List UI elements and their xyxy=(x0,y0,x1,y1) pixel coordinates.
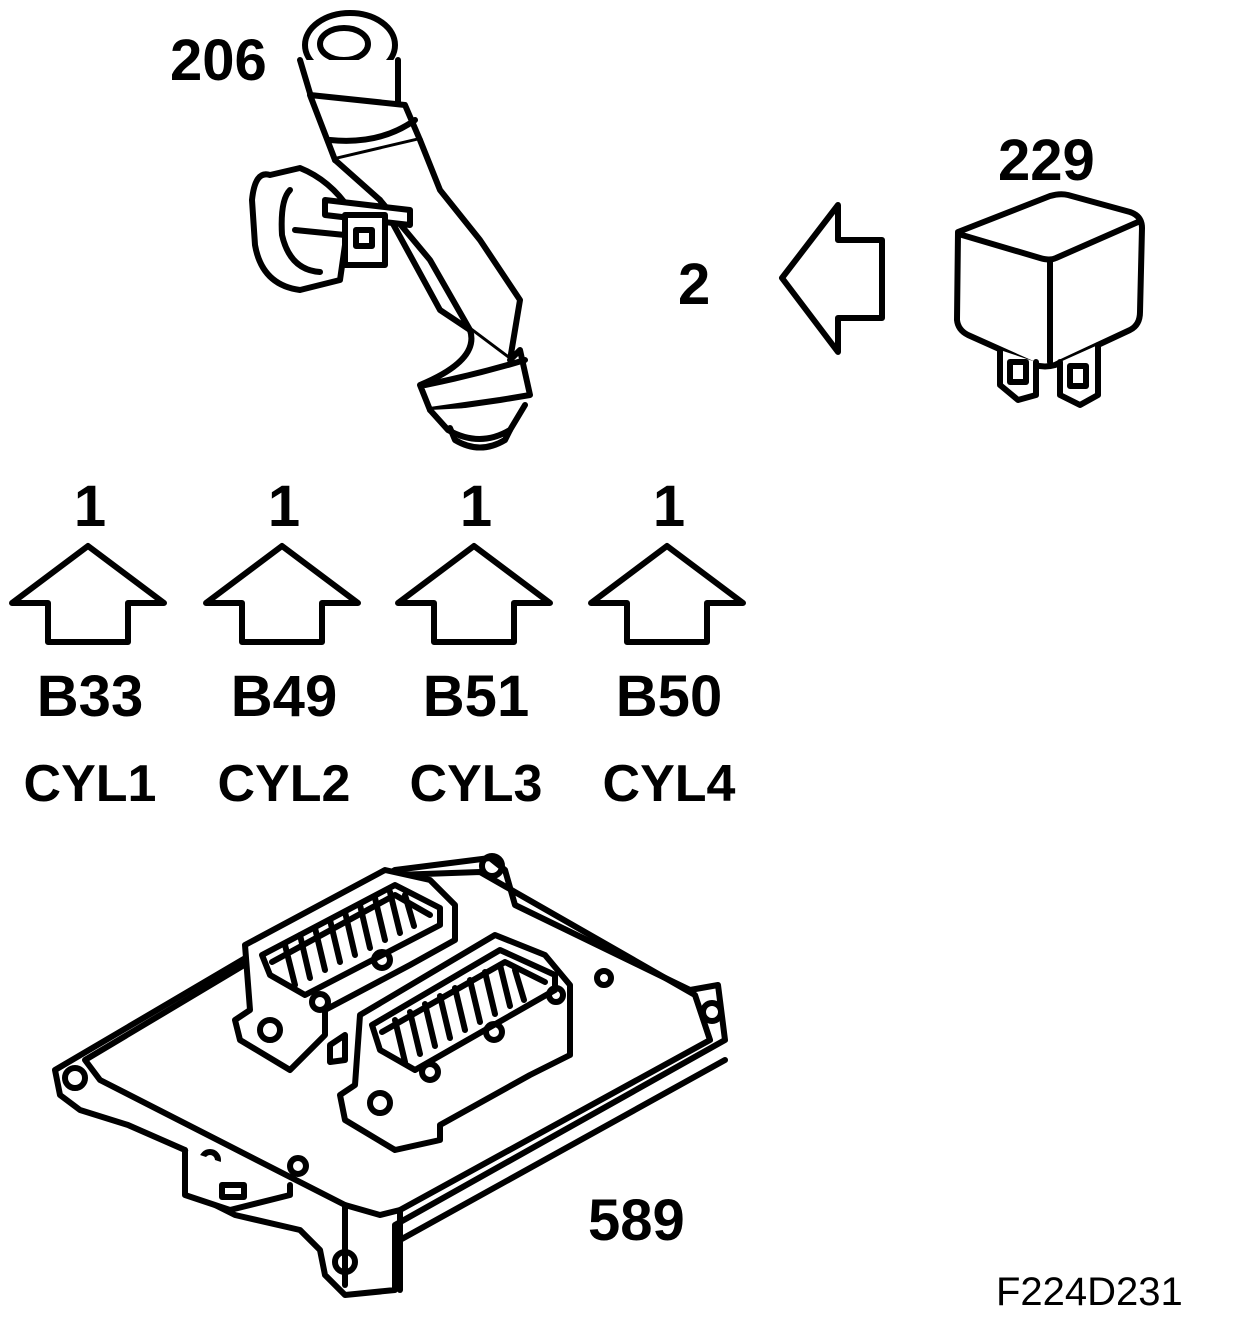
ecu-illustration xyxy=(52,853,728,1298)
relay-arrow-label: 2 xyxy=(678,252,711,317)
relay-label: 229 xyxy=(998,128,1095,193)
relay-arrow-icon xyxy=(779,202,885,355)
connector-label: B50 xyxy=(615,664,723,729)
fuel-injector-illustration xyxy=(249,10,533,451)
cylinder-label: CYL1 xyxy=(23,755,157,813)
injector-label: 206 xyxy=(170,28,267,93)
ecu-label: 589 xyxy=(588,1188,685,1253)
relay-illustration xyxy=(954,191,1145,408)
pin-label: 1 xyxy=(73,474,107,539)
cylinder-label: CYL4 xyxy=(602,755,736,813)
figure-reference: F224D231 xyxy=(996,1270,1183,1314)
cylinder-label: CYL2 xyxy=(217,755,351,813)
pin-label: 1 xyxy=(267,474,301,539)
connector-label: B33 xyxy=(36,664,144,729)
up-arrow-icon xyxy=(203,543,361,645)
cylinder-label: CYL3 xyxy=(409,755,543,813)
up-arrow-icon xyxy=(395,543,553,645)
connector-label: B49 xyxy=(230,664,338,729)
connector-label: B51 xyxy=(422,664,530,729)
up-arrow-icon xyxy=(9,543,167,645)
pin-label: 1 xyxy=(652,474,686,539)
up-arrow-icon xyxy=(588,543,746,645)
pin-label: 1 xyxy=(459,474,493,539)
